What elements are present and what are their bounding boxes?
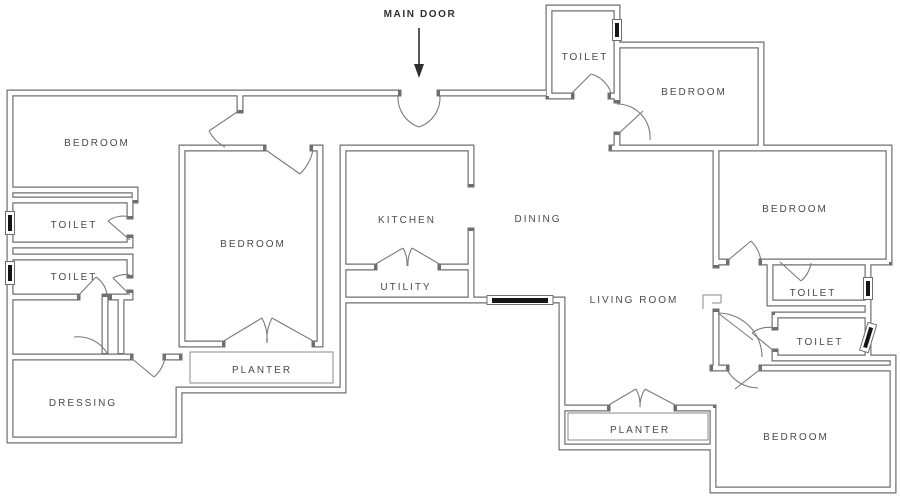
main-door-label: MAIN DOOR — [384, 9, 457, 20]
window-toilet-top-icon — [612, 19, 622, 41]
label-toilet-left-upper: TOILET — [51, 220, 98, 231]
toilet-right-upper-door — [779, 261, 812, 282]
walls-group — [10, 8, 893, 490]
label-planter-left: PLANTER — [232, 365, 292, 376]
label-dressing: DRESSING — [49, 398, 117, 409]
hall-door — [208, 109, 241, 148]
vestibule-doors — [717, 312, 763, 390]
main-door-annotation: MAIN DOOR — [384, 9, 457, 78]
planter-box-left — [189, 351, 334, 384]
label-dining: DINING — [515, 214, 562, 225]
dressing-door — [73, 336, 166, 378]
label-toilet-top: TOILET — [562, 52, 609, 63]
window-left-lower-icon — [5, 261, 15, 285]
label-kitchen: KITCHEN — [378, 215, 436, 226]
living-planter-double-door — [606, 388, 678, 408]
window-toilet-right-upper-icon — [863, 277, 873, 300]
toilet-left-upper-door — [107, 215, 131, 241]
label-living-room: LIVING ROOM — [590, 295, 679, 306]
bedroom-top-right-door — [616, 103, 651, 141]
toilet-top-door — [570, 73, 612, 95]
window-living-room-icon — [486, 295, 554, 305]
label-bedroom-top-left: BEDROOM — [64, 138, 130, 149]
label-planter-right: PLANTER — [610, 425, 670, 436]
bedroom-middle-door — [262, 147, 314, 175]
main-door-arrowhead-icon — [414, 64, 424, 78]
main-door-swing — [397, 95, 441, 128]
walls-cavity — [10, 8, 893, 490]
door-swings — [73, 73, 812, 408]
column-symbol — [702, 294, 722, 309]
toilet-left-lower-door — [76, 274, 131, 298]
window-symbols — [5, 19, 878, 354]
label-toilet-left-lower: TOILET — [51, 272, 98, 283]
label-toilet-right-upper: TOILET — [790, 288, 837, 299]
bedroom-right-door — [725, 240, 762, 263]
planter-box-right — [567, 412, 709, 441]
label-toilet-right-lower: TOILET — [797, 337, 844, 348]
kitchen-utility-double-door — [373, 247, 442, 267]
window-toilet-right-lower-icon — [858, 321, 878, 354]
label-bedroom-middle: BEDROOM — [220, 239, 286, 250]
planter-boxes — [189, 294, 722, 441]
bedroom-planter-double-door — [221, 317, 316, 344]
label-bedroom-top-right: BEDROOM — [661, 87, 727, 98]
label-utility: UTILITY — [380, 282, 431, 293]
label-bedroom-bottom-right: BEDROOM — [763, 432, 829, 443]
window-left-upper-icon — [5, 211, 15, 235]
room-labels: BEDROOM TOILET BEDROOM BEDROOM KITCHEN D… — [49, 52, 844, 443]
toilet-right-lower-door — [751, 326, 776, 353]
label-bedroom-right: BEDROOM — [762, 204, 828, 215]
